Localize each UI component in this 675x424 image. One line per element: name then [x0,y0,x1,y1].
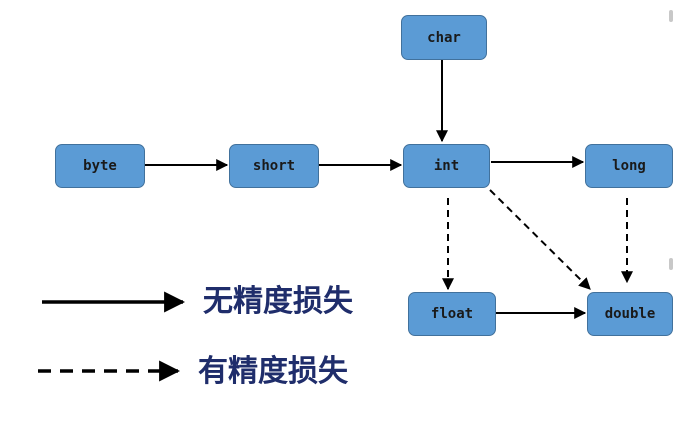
arrow-int-to-double [489,189,591,290]
right-edge-mark [669,258,673,270]
node-char: char [401,15,487,60]
node-byte: byte [55,144,145,188]
node-short: short [229,144,319,188]
legend-dashed-label: 有精度损失 [198,354,348,389]
node-int: int [403,144,490,188]
right-edge-mark [669,10,673,22]
node-float: float [408,292,496,336]
legend-solid-label: 无精度损失 [203,284,353,319]
node-double: double [587,292,673,336]
node-long: long [585,144,673,188]
